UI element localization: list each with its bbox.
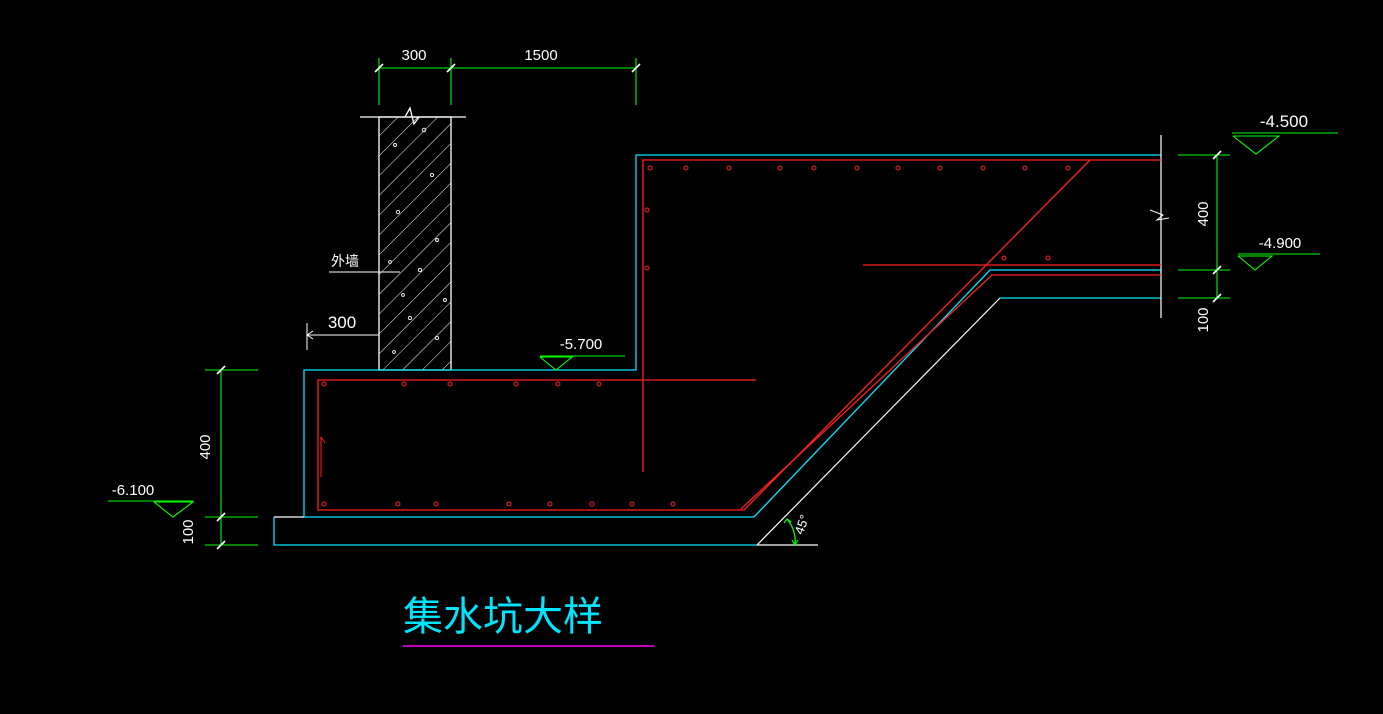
dimension-ticks [216,63,1222,550]
dim-pit-depth-left: 400 [197,434,214,459]
dim-offset-width: 1500 [524,47,557,64]
level-bottom: -6.100 [112,482,155,499]
level-top: -4.500 [1260,112,1308,131]
level-mid: -4.900 [1259,235,1302,252]
dim-slab-left: 100 [180,519,197,544]
rebar-layout [317,159,1161,511]
rebar-top-slab [642,159,1161,472]
angle-label: 45° [791,513,812,537]
pit-slope-inner [753,269,1161,518]
concrete-speckle [388,127,447,354]
dim-wall-width: 300 [401,47,426,64]
dim-wall-projection: 300 [328,313,356,332]
rebar-dots [321,165,1071,507]
dim-slab-right: 100 [1195,307,1212,332]
pit-inner-outline [303,154,1161,517]
dim-step-depth-right: 400 [1195,201,1212,226]
slab-lines [274,135,1170,546]
wall-break-symbol [404,106,420,126]
exterior-wall [360,106,466,371]
base-slab-outline [273,517,757,546]
level-symbols [108,132,1338,518]
rebar-pit-loop [317,159,1091,511]
level-step: -5.700 [560,336,603,353]
wall-label: 外墙 [331,254,359,270]
drawing-title: 集水坑大样 [403,594,603,640]
dimension-lines [205,58,1230,546]
pit-outline [273,154,1161,546]
wall-projection-dim [306,323,379,350]
rebar-slope-outer [740,274,1161,510]
